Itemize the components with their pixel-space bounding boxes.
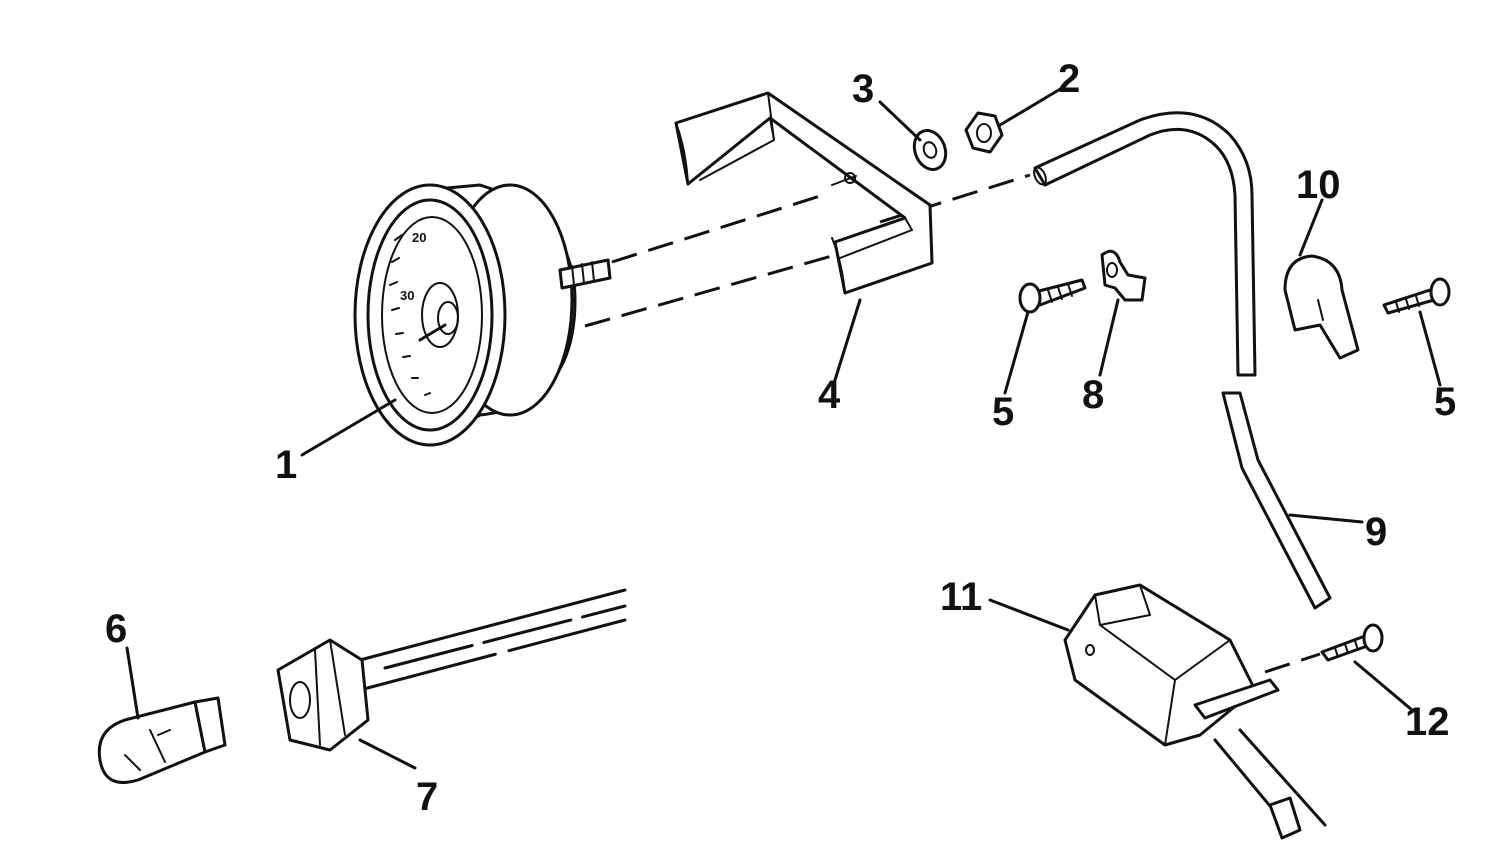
callout-3: 3	[852, 67, 874, 111]
screw-part	[1382, 277, 1451, 315]
clip-part	[1100, 249, 1147, 302]
screw-part	[1320, 623, 1384, 662]
nut-part	[964, 111, 1004, 154]
callout-1: 1	[275, 443, 297, 487]
assembly-line	[879, 173, 1031, 224]
callout-4: 4	[818, 373, 841, 417]
callout-8: 8	[1082, 373, 1104, 417]
assembly-line	[611, 194, 821, 264]
callout-5-left: 5	[992, 390, 1014, 434]
callout-5-right: 5	[1434, 380, 1456, 424]
dial-mark-mid: 30	[400, 288, 414, 303]
bulb-part	[97, 696, 227, 784]
leader-lines	[125, 86, 1442, 770]
clamp-part	[1283, 254, 1360, 360]
washer-part	[912, 129, 948, 171]
assembly-line	[584, 254, 833, 328]
callout-12: 12	[1405, 700, 1450, 744]
callout-7: 7	[416, 775, 438, 819]
bracket-part	[674, 91, 934, 295]
callout-9: 9	[1365, 510, 1387, 554]
callout-2: 2	[1058, 57, 1080, 101]
switch-part	[1063, 583, 1327, 840]
socket-part	[276, 588, 627, 752]
tube-part	[1033, 111, 1332, 610]
callout-11: 11	[940, 575, 982, 619]
gauge-part: 20 30	[353, 183, 612, 447]
callout-6: 6	[105, 607, 127, 651]
callout-10: 10	[1296, 163, 1341, 207]
dial-mark-top: 20	[412, 230, 426, 245]
assembly-line	[1264, 652, 1321, 674]
screw-part	[1018, 278, 1087, 314]
